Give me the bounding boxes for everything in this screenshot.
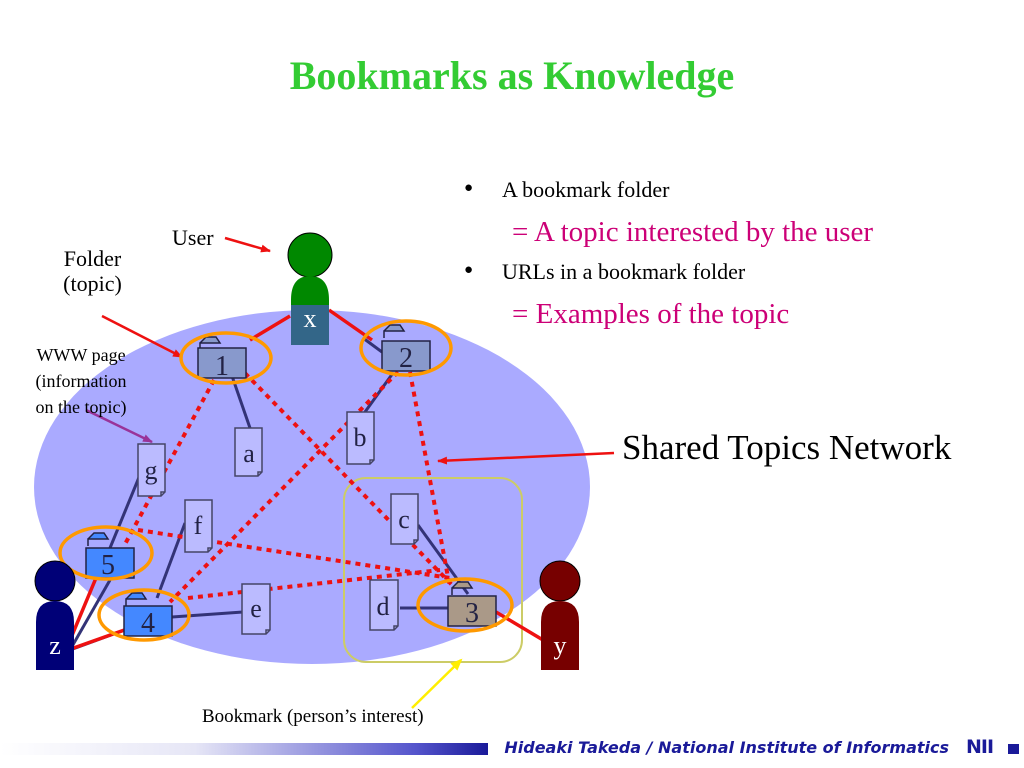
person-z-figure: [34, 560, 76, 670]
bookmark-highlight-box: [343, 477, 523, 663]
person-x-figure: [287, 232, 333, 345]
bullet-1-sub-text: = A topic interested by the user: [512, 216, 874, 248]
folder-3-label: 3: [465, 598, 479, 629]
shared-arrow: [437, 451, 615, 465]
bookmark-label: Bookmark (person’s interest): [202, 706, 424, 727]
page-c-label: c: [398, 505, 410, 534]
page-g-icon: [137, 443, 166, 497]
person-x-label: x: [304, 304, 317, 333]
bullet-1-text: A bookmark folder: [502, 177, 670, 202]
folder-arrow: [101, 314, 183, 359]
shared-topics-network-label: Shared Topics Network: [622, 428, 952, 467]
page-b-label: b: [354, 423, 367, 452]
folder-1-label: 1: [215, 351, 229, 382]
folder-2-icon: [381, 324, 431, 372]
nii-logo-square-icon: [1008, 744, 1019, 754]
page-d-icon: [369, 579, 399, 631]
network-ellipse: [34, 310, 590, 664]
page-g-label: g: [145, 456, 158, 485]
folder-2-label: 2: [399, 343, 413, 374]
page-b-icon: [346, 411, 375, 465]
footer-gradient-bar: [0, 743, 488, 755]
page-a-icon: [234, 427, 263, 477]
page-c-icon: [390, 493, 419, 545]
page-e-icon: [241, 583, 271, 635]
nii-logo: NII: [966, 736, 994, 758]
folder-5-label: 5: [101, 550, 115, 581]
bookmark-arrow: [411, 658, 463, 709]
page-a-label: a: [243, 439, 255, 468]
folder-4-label: 4: [141, 608, 155, 639]
bullet-2-sub-text: = Examples of the topic: [512, 298, 790, 330]
page-f-icon: [184, 499, 213, 553]
www-page-arrow: [85, 408, 153, 444]
bullet-1-dot: ●: [464, 180, 474, 196]
bullet-2-dot: ●: [464, 262, 474, 278]
folder-4-icon: [123, 592, 173, 637]
page-d-label: d: [377, 592, 390, 621]
slide-title: Bookmarks as Knowledge: [289, 53, 735, 98]
user-arrow: [224, 236, 271, 253]
user-label: User: [172, 225, 214, 250]
www-page-label: WWW page (information on the topic): [35, 345, 127, 418]
folder-3-icon: [447, 581, 497, 627]
page-e-label: e: [250, 594, 262, 623]
folder-5-icon: [85, 532, 135, 579]
person-z-label: z: [49, 631, 61, 660]
folder-topic-label: Folder (topic): [63, 246, 122, 297]
folder-1-icon: [197, 336, 247, 379]
page-f-label: f: [194, 511, 203, 540]
bullet-2-text: URLs in a bookmark folder: [502, 259, 746, 284]
person-y-label: y: [554, 631, 567, 660]
footer-credit: Hideaki Takeda / National Institute of I…: [504, 738, 949, 757]
folder-highlight-rings: [58, 319, 514, 642]
person-y-figure: [539, 560, 581, 670]
